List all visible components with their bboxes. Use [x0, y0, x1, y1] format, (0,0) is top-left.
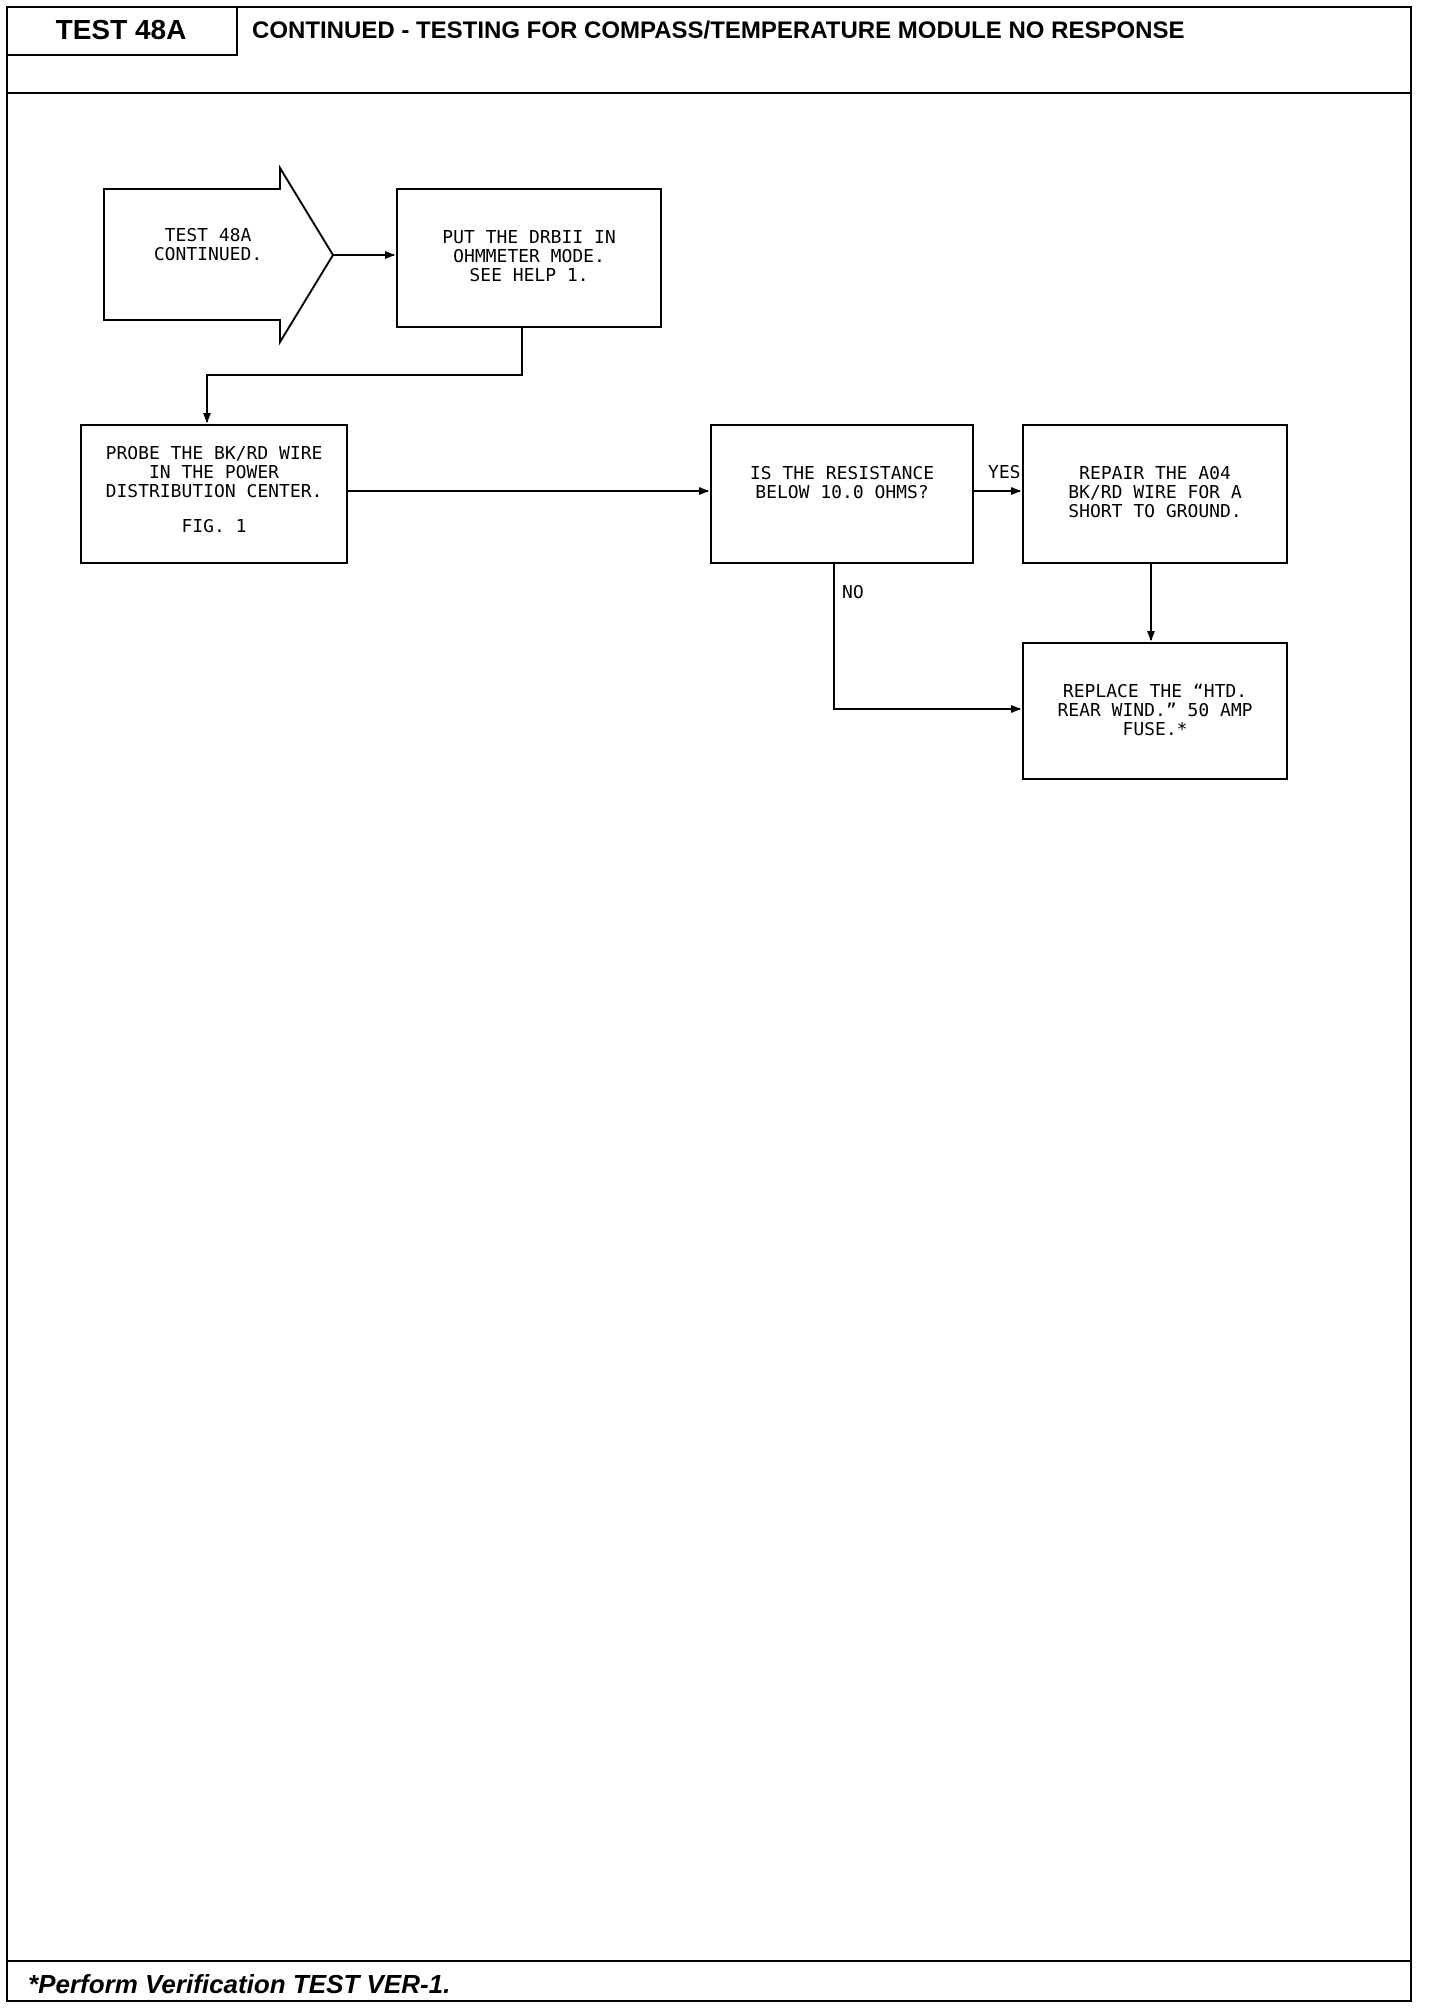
decision-resistance: IS THE RESISTANCE BELOW 10.0 OHMS?: [710, 424, 974, 564]
decision-resistance-line-2: BELOW 10.0 OHMS?: [755, 482, 929, 503]
step-put-drbii-line-1: PUT THE DRBII IN: [442, 227, 616, 248]
figure-reference: FIG. 1: [181, 516, 247, 537]
step-replace-fuse-line-3: FUSE.*: [1122, 719, 1188, 740]
step-probe-wire-line-1: PROBE THE BK/RD WIRE: [105, 443, 323, 464]
step-repair-wire-line-1: REPAIR THE A04: [1079, 463, 1231, 484]
flow-start-label: TEST 48A CONTINUED.: [118, 226, 298, 264]
test-id: TEST 48A: [6, 6, 238, 56]
step-put-drbii-line-3: SEE HELP 1.: [469, 265, 589, 286]
step-probe-wire: PROBE THE BK/RD WIRE IN THE POWER DISTRI…: [80, 424, 348, 564]
connector-question-to-replace: [833, 561, 1021, 713]
step-repair-wire-line-3: SHORT TO GROUND.: [1068, 501, 1242, 522]
step-replace-fuse-line-2: REAR WIND.” 50 AMP: [1057, 700, 1253, 721]
step-repair-wire-line-2: BK/RD WIRE FOR A: [1068, 482, 1242, 503]
page-frame: [6, 6, 1412, 2002]
step-repair-wire: REPAIR THE A04 BK/RD WIRE FOR A SHORT TO…: [1022, 424, 1288, 564]
step-probe-wire-line-2: IN THE POWER: [148, 462, 280, 483]
step-replace-fuse: REPLACE THE “HTD. REAR WIND.” 50 AMP FUS…: [1022, 642, 1288, 780]
no-label: NO: [842, 582, 864, 603]
start-arrow-shape: [103, 164, 335, 346]
start-line-1: TEST 48A: [164, 225, 252, 246]
page-header: TEST 48A CONTINUED - TESTING FOR COMPASS…: [6, 6, 1412, 94]
step-probe-wire-line-3: DISTRIBUTION CENTER.: [105, 481, 323, 502]
yes-label: YES: [988, 462, 1021, 483]
page-title: CONTINUED - TESTING FOR COMPASS/TEMPERAT…: [252, 17, 1185, 44]
step-put-drbii: PUT THE DRBII IN OHMMETER MODE. SEE HELP…: [396, 188, 662, 328]
decision-resistance-line-1: IS THE RESISTANCE: [749, 463, 935, 484]
start-line-2: CONTINUED.: [153, 244, 263, 265]
step-replace-fuse-line-1: REPLACE THE “HTD.: [1062, 681, 1248, 702]
connector-drbii-to-probe: [203, 326, 523, 423]
footer-note: *Perform Verification TEST VER-1.: [6, 1960, 1412, 2006]
step-put-drbii-line-2: OHMMETER MODE.: [453, 246, 605, 267]
